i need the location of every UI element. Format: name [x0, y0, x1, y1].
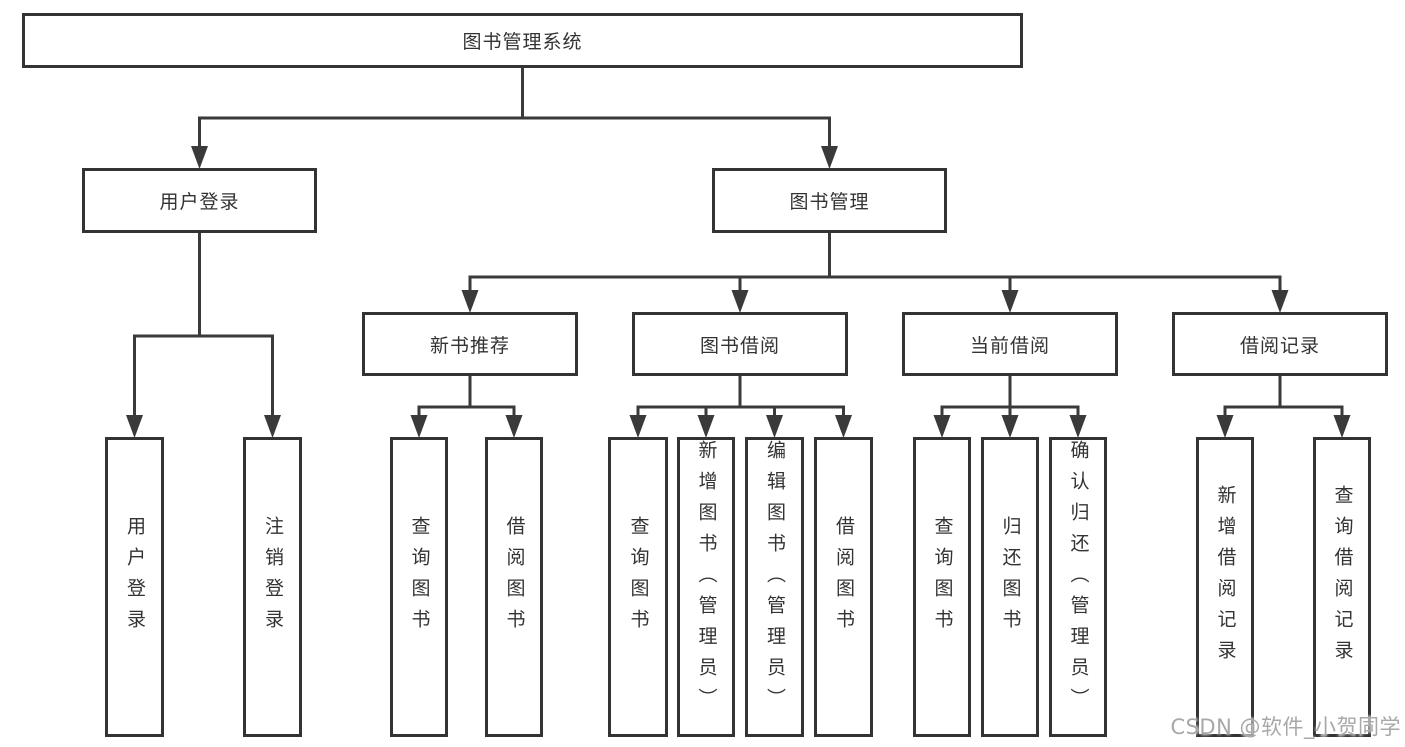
node-label-rec-query-book: 查询图书: [408, 516, 431, 640]
node-rec-query-book: 查询图书: [390, 437, 448, 737]
node-current-borrow: 当前借阅: [902, 312, 1118, 376]
node-leaf-user-login: 用户登录: [105, 437, 164, 737]
node-bb-add-book: 新增图书（管理员）: [677, 437, 735, 737]
node-label-rec-borrow-book: 借阅图书: [503, 516, 526, 640]
arrowhead-down-icon: [461, 290, 479, 313]
node-bb-query-book: 查询图书: [608, 437, 668, 737]
arrowhead-down-icon: [835, 415, 852, 438]
node-br-add-record: 新增借阅记录: [1196, 437, 1254, 737]
node-label-bb-query-book: 查询图书: [627, 516, 650, 640]
node-user-login: 用户登录: [82, 168, 317, 233]
arrowhead-down-icon: [264, 415, 281, 438]
node-cb-confirm-return: 确认归还（管理员）: [1049, 437, 1107, 737]
arrowhead-down-icon: [1333, 415, 1351, 438]
arrowhead-down-icon: [1001, 290, 1019, 313]
node-label-bb-add-book: 新增图书（管理员）: [695, 440, 718, 719]
node-rec-borrow-book: 借阅图书: [485, 437, 543, 737]
arrowhead-down-icon: [697, 415, 715, 438]
arrowhead-down-icon: [1001, 415, 1019, 438]
arrowhead-down-icon: [1271, 290, 1289, 313]
arrowhead-down-icon: [191, 146, 208, 169]
node-borrow-records: 借阅记录: [1172, 312, 1388, 376]
arrowhead-down-icon: [629, 415, 647, 438]
node-book-borrow: 图书借阅: [632, 312, 848, 376]
arrowhead-down-icon: [1216, 415, 1234, 438]
arrowhead-down-icon: [933, 415, 951, 438]
arrowhead-down-icon: [126, 415, 143, 438]
node-label-leaf-logout: 注销登录: [262, 516, 284, 640]
arrowhead-down-icon: [410, 415, 428, 438]
node-label-bb-edit-book: 编辑图书（管理员）: [764, 440, 786, 719]
node-bb-edit-book: 编辑图书（管理员）: [745, 437, 804, 737]
arrowhead-down-icon: [766, 415, 783, 438]
node-bb-borrow-book: 借阅图书: [814, 437, 873, 737]
node-leaf-logout: 注销登录: [243, 437, 302, 737]
arrowhead-down-icon: [1069, 415, 1087, 438]
arrowhead-down-icon: [505, 415, 523, 438]
arrowhead-down-icon: [821, 146, 838, 169]
node-book-mgmt: 图书管理: [712, 168, 947, 233]
node-new-book-rec: 新书推荐: [362, 312, 578, 376]
node-cb-return-book: 归还图书: [981, 437, 1039, 737]
node-label-leaf-user-login: 用户登录: [124, 516, 146, 640]
node-label-br-query-record: 查询借阅记录: [1331, 485, 1354, 671]
watermark-text: CSDN @软件_小贺同学: [1170, 715, 1401, 739]
node-label-cb-query-book: 查询图书: [931, 516, 954, 640]
node-label-cb-return-book: 归还图书: [999, 516, 1022, 640]
node-br-query-record: 查询借阅记录: [1313, 437, 1371, 737]
node-cb-query-book: 查询图书: [913, 437, 971, 737]
node-label-bb-borrow-book: 借阅图书: [833, 516, 855, 640]
node-label-cb-confirm-return: 确认归还（管理员）: [1067, 440, 1090, 719]
arrowhead-down-icon: [731, 290, 749, 313]
node-label-br-add-record: 新增借阅记录: [1214, 485, 1237, 671]
node-root: 图书管理系统: [22, 13, 1023, 68]
